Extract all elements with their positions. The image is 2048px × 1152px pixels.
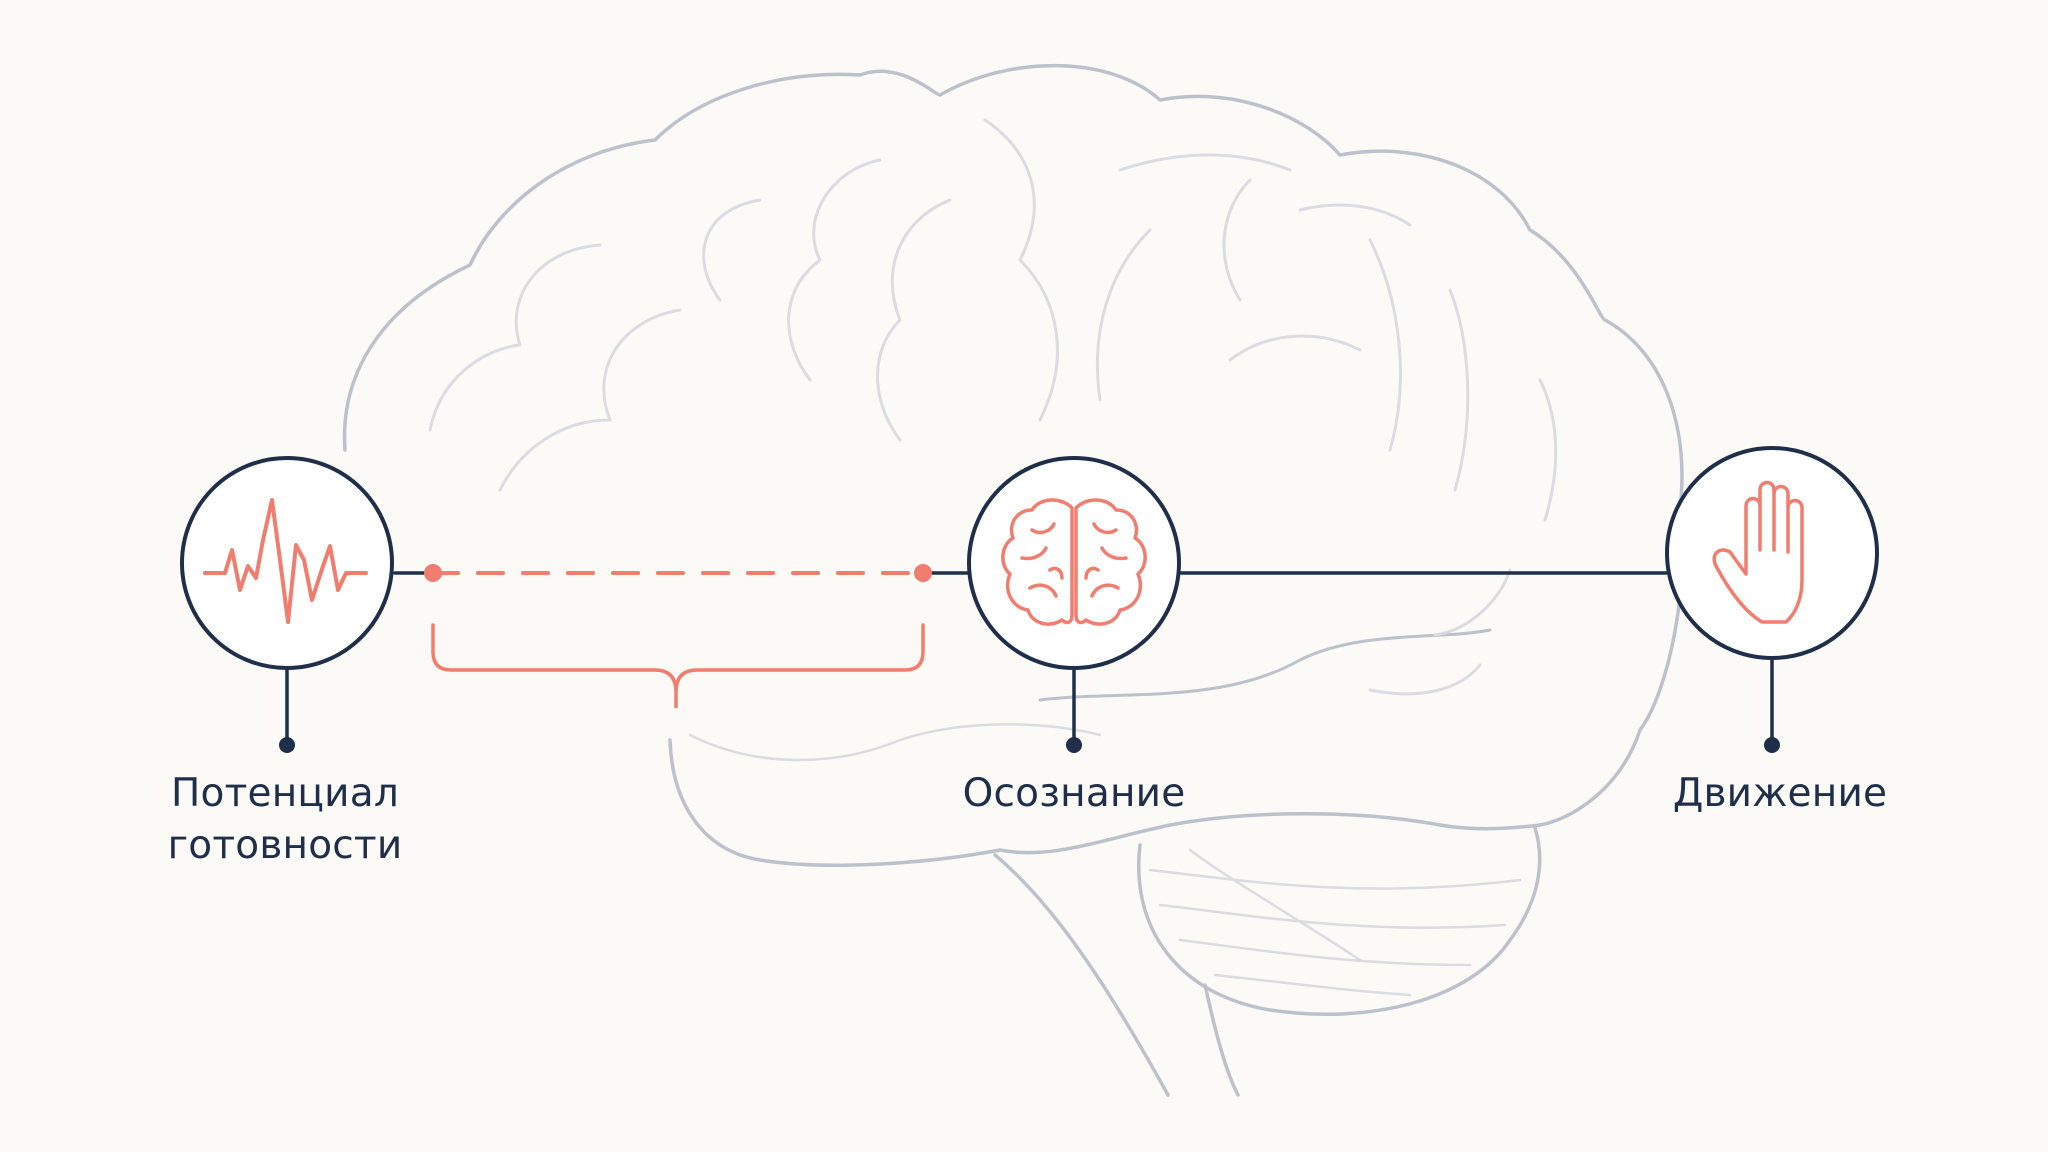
awareness-circle bbox=[967, 456, 1181, 670]
brain-stem-back bbox=[1203, 983, 1240, 1097]
label-readiness-line2: готовности bbox=[167, 823, 403, 868]
gyri bbox=[428, 118, 1558, 696]
delay-start-dot bbox=[424, 564, 442, 582]
label-movement: Движение bbox=[1640, 768, 1920, 820]
movement-tick-dot bbox=[1764, 737, 1780, 753]
label-awareness: Осознание bbox=[934, 768, 1214, 820]
label-readiness-line1: Потенциал bbox=[171, 771, 399, 816]
cerebellum bbox=[1137, 826, 1542, 1016]
stage-readiness-node bbox=[180, 456, 394, 753]
label-awareness-line1: Осознание bbox=[962, 771, 1186, 816]
label-readiness-potential: Потенциал готовности bbox=[140, 768, 430, 872]
brain-background bbox=[342, 63, 1685, 1097]
readiness-circle bbox=[180, 456, 394, 670]
brain-icon bbox=[1001, 498, 1147, 626]
awareness-tick-dot bbox=[1066, 737, 1082, 753]
movement-circle bbox=[1665, 446, 1879, 660]
cerebellum-folds bbox=[1148, 848, 1522, 997]
brain-outline bbox=[342, 63, 1685, 867]
temporal-fold bbox=[688, 723, 1102, 762]
delay-bracket bbox=[431, 623, 925, 708]
hand-icon bbox=[1712, 480, 1804, 624]
sylvian-fissure bbox=[1038, 628, 1492, 702]
brain-stem bbox=[993, 853, 1170, 1097]
label-movement-line1: Движение bbox=[1672, 771, 1888, 816]
delay-end-dot bbox=[914, 564, 932, 582]
readiness-tick-dot bbox=[279, 737, 295, 753]
brainwave-icon bbox=[203, 498, 368, 624]
stage-movement-node bbox=[1665, 446, 1879, 753]
stage-awareness-node bbox=[967, 456, 1181, 753]
